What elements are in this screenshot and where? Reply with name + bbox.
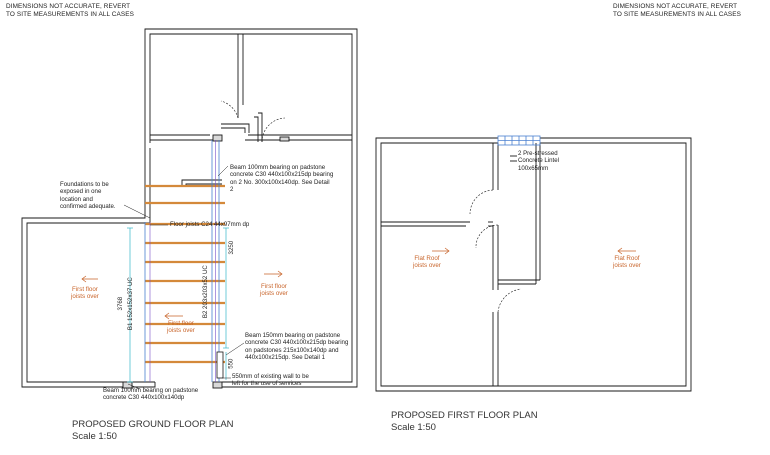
disclaimer-left: DIMENSIONS NOT ACCURATE, REVERT TO SITE … bbox=[6, 3, 134, 18]
disclaimer-right: DIMENSIONS NOT ACCURATE, REVERT TO SITE … bbox=[613, 3, 741, 18]
beam-mid-note: Beam 150mm bearing on padstone concrete … bbox=[245, 332, 349, 361]
steel-beams bbox=[144, 140, 224, 382]
ground-plan-title: PROPOSED GROUND FLOOR PLAN bbox=[72, 419, 234, 430]
roof-right-label: Flat Roof joists over bbox=[613, 255, 641, 270]
joist-direction-arrows bbox=[81, 247, 636, 320]
floor-joists-note: Floor joists C24 44x97mm dp bbox=[170, 221, 250, 228]
roof-left-label: Flat Roof joists over bbox=[413, 255, 441, 270]
lintel-note: 2 Pre-stressed Concrete Lintel 100x65mm bbox=[518, 150, 559, 172]
first-plan-title: PROPOSED FIRST FLOOR PLAN bbox=[391, 410, 538, 421]
joists-centre-label: First floor joists over bbox=[167, 320, 195, 335]
first-floor-walls bbox=[375, 137, 692, 392]
dimension-3768: 3768 bbox=[117, 296, 125, 311]
beam-b2-label: B2 203x203x52 UC bbox=[201, 265, 209, 319]
first-plan-scale: Scale 1:50 bbox=[391, 422, 436, 433]
first-door-swings bbox=[469, 189, 522, 313]
beam-b1-label: B1 152x152x37 UC bbox=[126, 277, 134, 331]
ground-floor-walls bbox=[21, 28, 358, 389]
leader-lines bbox=[123, 165, 245, 390]
floor-joists bbox=[145, 184, 225, 364]
foundations-note: Foundations to be exposed in one locatio… bbox=[60, 181, 116, 210]
dimension-550: 550 bbox=[227, 358, 235, 369]
wall-services-note: 550mm of existing wall to be left for th… bbox=[232, 373, 309, 388]
joists-right-label: First floor joists over bbox=[260, 283, 288, 298]
beam-top-note: Beam 100mm bearing on padstone concrete … bbox=[230, 164, 334, 193]
ground-plan-scale: Scale 1:50 bbox=[72, 431, 117, 442]
concrete-lintel bbox=[497, 135, 541, 146]
ground-door-swings bbox=[220, 100, 286, 143]
dimension-3250: 3250 bbox=[228, 240, 236, 255]
joists-left-label: First floor joists over bbox=[71, 286, 99, 301]
dimension-lines bbox=[127, 227, 229, 383]
beam-bottom-note: Beam 100mm bearing on padstone concrete … bbox=[103, 387, 199, 402]
